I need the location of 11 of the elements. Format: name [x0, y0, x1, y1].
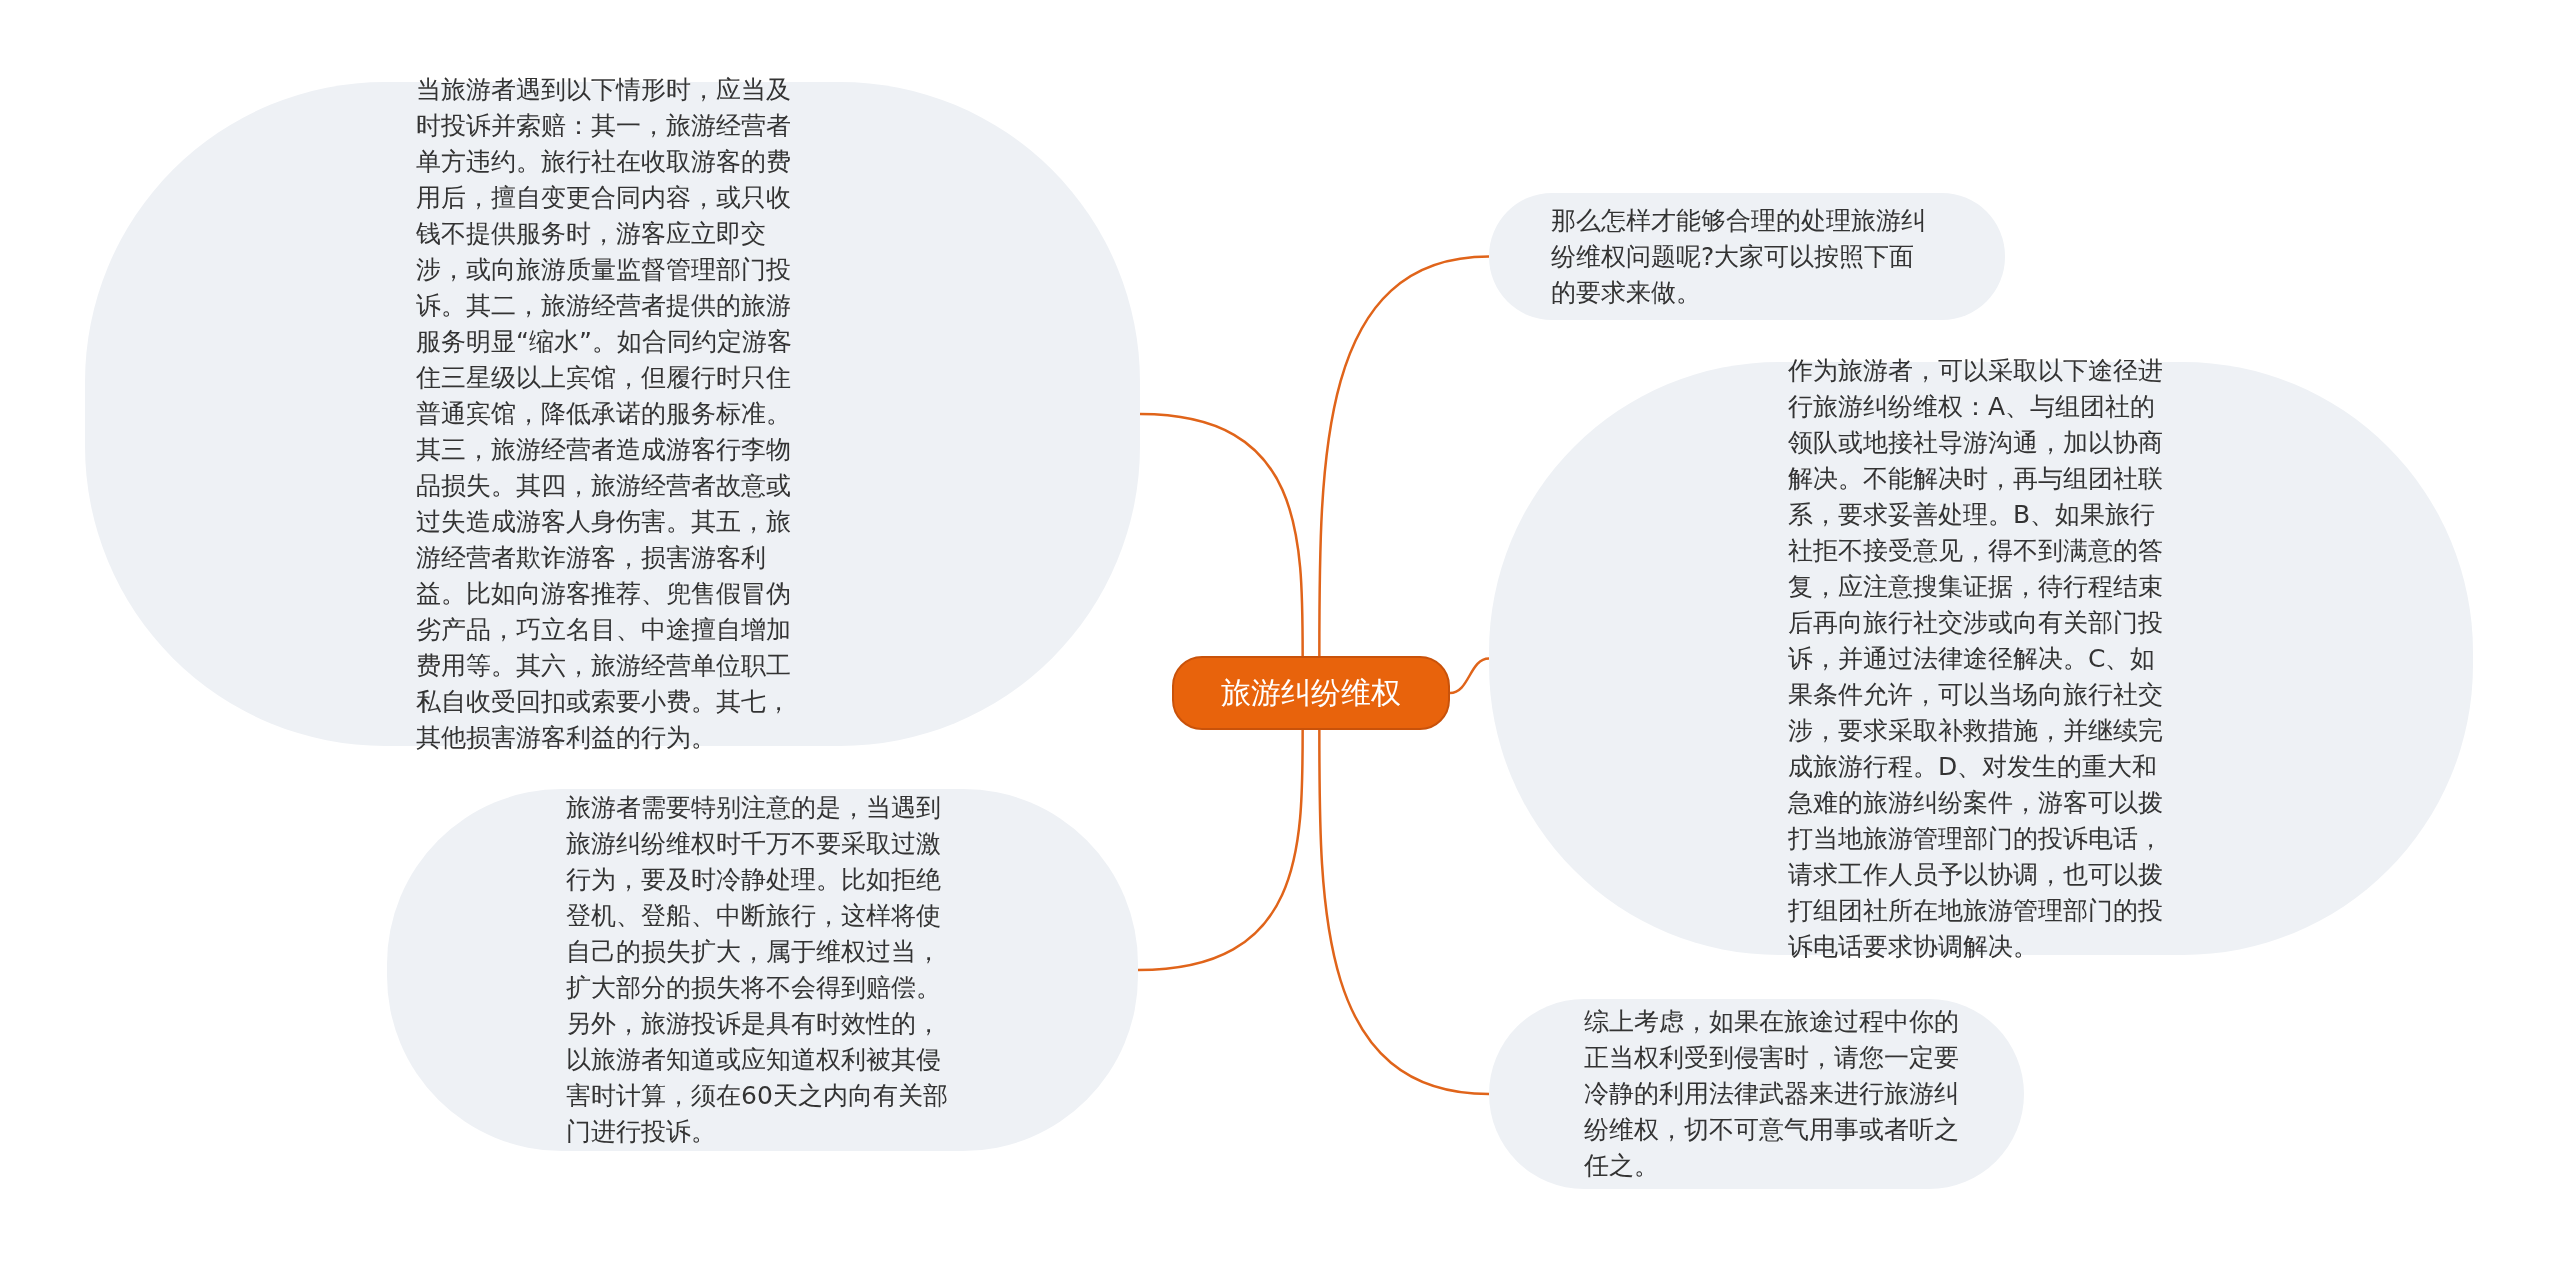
topic-box: [1172, 656, 1450, 730]
paragraph: 旅游者需要特别注意的是，当遇到旅游纠纷维权时千万不要采取过激行为，要及时冷静处理。比如拒绝登机、登船、中断旅行，这样将使自己的损失扩大，属于维权过当，扩大部分的损失将不会得到赔偿。另外，旅游投诉是具有时效性的，以旅游者知道或应知道权利被其侵害时计算，须在60天之内向有关部门进行投诉。: [566, 792, 949, 1148]
paragraph: 作为旅游者，可以采取以下途径进行旅游纠纷维权：A、与组团社的领队或地接社导游沟通，加以协商解决。不能解决时，再与组团社联系，要求妥善处理。B、如果旅行社拒不接受意见，得不到满意的答复，应注意搜集证据，待行程结束后再向旅行社交涉或向有关部门投诉，并通过法律途径解决。C、如果条件允许，可以当场向旅行社交涉，要求采取补救措施，并继续完成旅游行程。D、对发生的重大和急难的旅游纠纷案件，游客可以拨打当地旅游管理部门的投诉电话，请求工作人员予以协调，也可以拨打组团社所在地旅游管理部门的投诉电话要求协调解决。: [1788, 354, 2164, 963]
connector-line: [1449, 657, 1490, 695]
paragraph: 当旅游者遇到以下情形时，应当及时投诉并索赔：其一，旅游经营者单方违约。旅行社在收取游客的费用后，擅自变更合同内容，或只收钱不提供服务时，游客应立即交涉，或向旅游质量监督管理部门投诉。其二，旅游经营者提供的旅游服务明显“缩水”。如合同约定游客住三星级以上宾馆，但履行时只住普通宾馆，降低承诺的服务标准。其三，旅游经营者造成游客行李物品损失。其四，旅游经营者故意或过失造成游客人身伤害。其五，旅游经营者欺诈游客，损害游客利益。比如向游客推荐、兜售假冒伪劣产品，巧立名目、中途擅自增加费用等。其六，旅游经营单位职工私自收受回扣或索要小费。其七，其他损害游客利益的行为。: [416, 74, 793, 754]
paragraph: 那么怎样才能够合理的处理旅游纠纷维权问题呢?大家可以按照下面的要求来做。: [1551, 204, 1927, 309]
connector-line: [1139, 412, 1304, 656]
paragraph: 综上考虑，如果在旅途过程中你的正当权利受到侵害时，请您一定要冷静的利用法律武器来进行旅游纠纷维权，切不可意气用事或者听之任之。: [1584, 1006, 1960, 1182]
connector-line: [1318, 255, 1490, 656]
topic-label: 旅游纠纷维权: [1221, 674, 1401, 712]
connector-line: [1137, 730, 1304, 972]
